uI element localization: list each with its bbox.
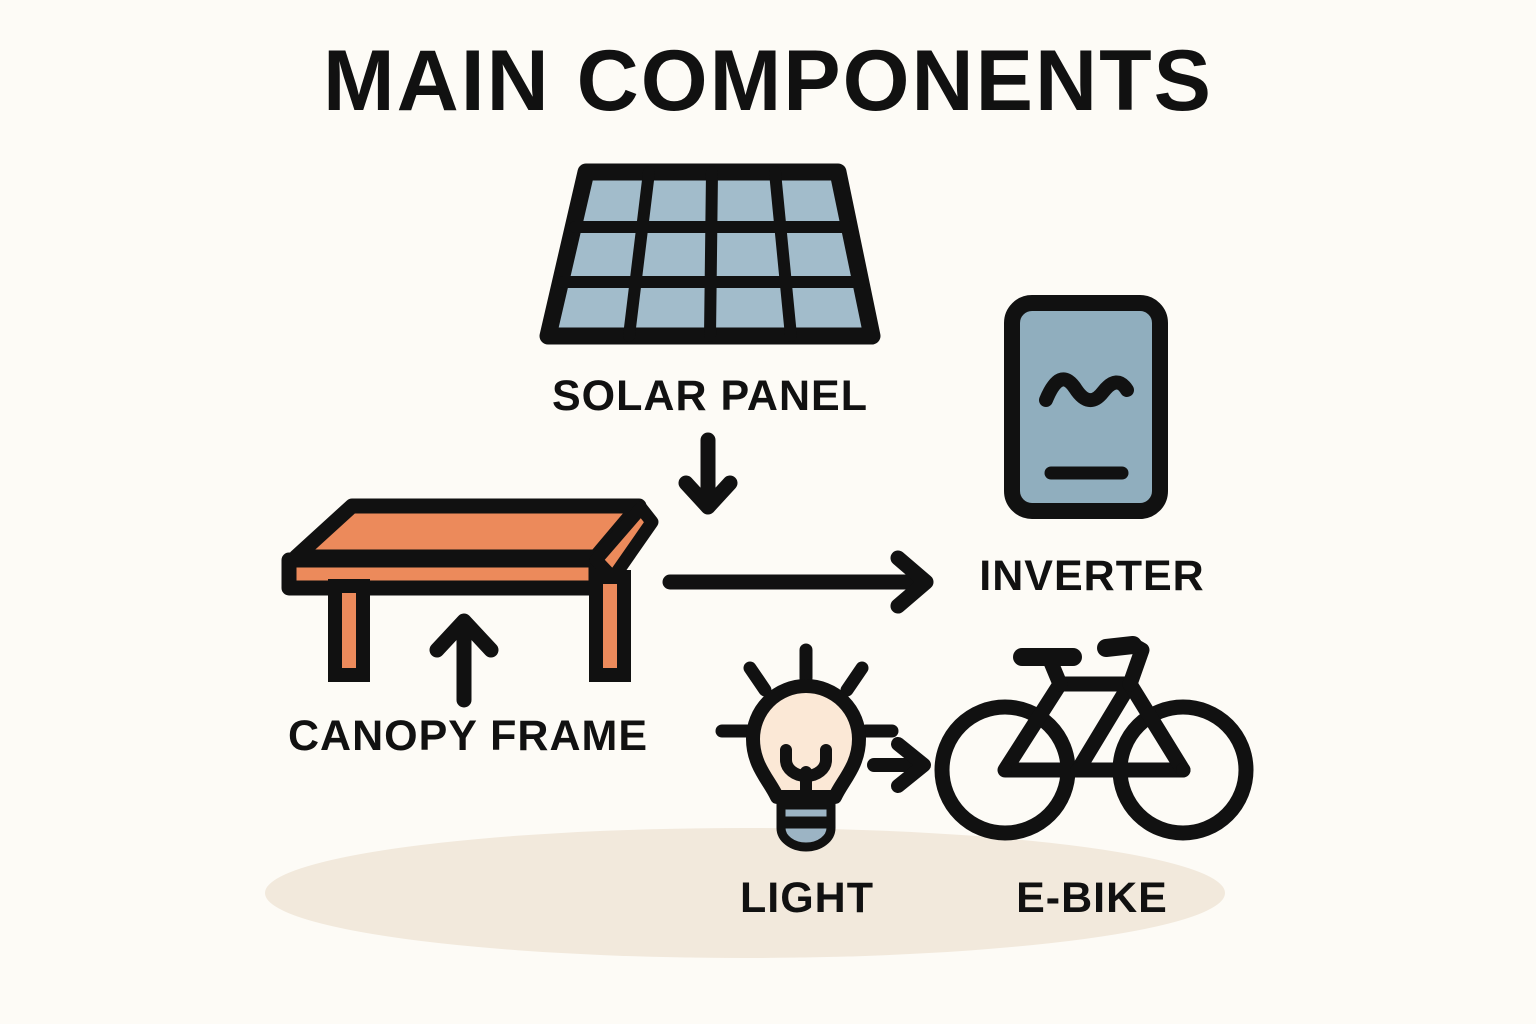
label-e-bike: E-BIKE <box>1016 874 1168 922</box>
bulb-ray-upper-right <box>840 661 869 697</box>
canopy-leg-left <box>328 579 370 682</box>
bicycle-icon <box>934 636 1254 841</box>
bulb-base-cap <box>776 819 836 852</box>
label-solar-panel: SOLAR PANEL <box>552 372 868 420</box>
bike-hub-front <box>1176 763 1190 777</box>
solar-panel-grid-v3 <box>769 166 797 342</box>
solar-panel-icon <box>539 163 881 345</box>
solar-panel-grid-v2 <box>704 166 718 342</box>
bike-hub-rear <box>998 763 1012 777</box>
light-bulb-icon <box>715 643 899 852</box>
page-title: MAIN COMPONENTS <box>323 33 1213 129</box>
label-canopy-frame: CANOPY FRAME <box>288 712 648 760</box>
inverter-body <box>1004 295 1168 519</box>
label-inverter: INVERTER <box>979 552 1204 600</box>
bulb-base-band-upper <box>776 800 836 826</box>
canopy-top-surface <box>288 498 647 565</box>
solar-panel-grid-v1 <box>623 166 655 342</box>
bike-fork <box>1122 676 1191 778</box>
bike-handlebar <box>1097 636 1142 657</box>
arrow-solar-panel-down <box>678 432 738 515</box>
arrow-canopy-to-inverter <box>662 550 934 614</box>
bulb-ray-upper-left <box>743 661 772 697</box>
ground-shadow-ellipse <box>265 828 1225 958</box>
canopy-leg-right <box>589 570 631 682</box>
arrow-light-to-ebike <box>867 737 931 793</box>
ac-sine-wave-icon <box>1039 372 1134 407</box>
label-light: LIGHT <box>740 874 874 922</box>
arrow-up-to-canopy-frame <box>429 613 499 708</box>
canopy-frame-icon <box>281 498 659 682</box>
inverter-icon <box>1004 295 1168 519</box>
